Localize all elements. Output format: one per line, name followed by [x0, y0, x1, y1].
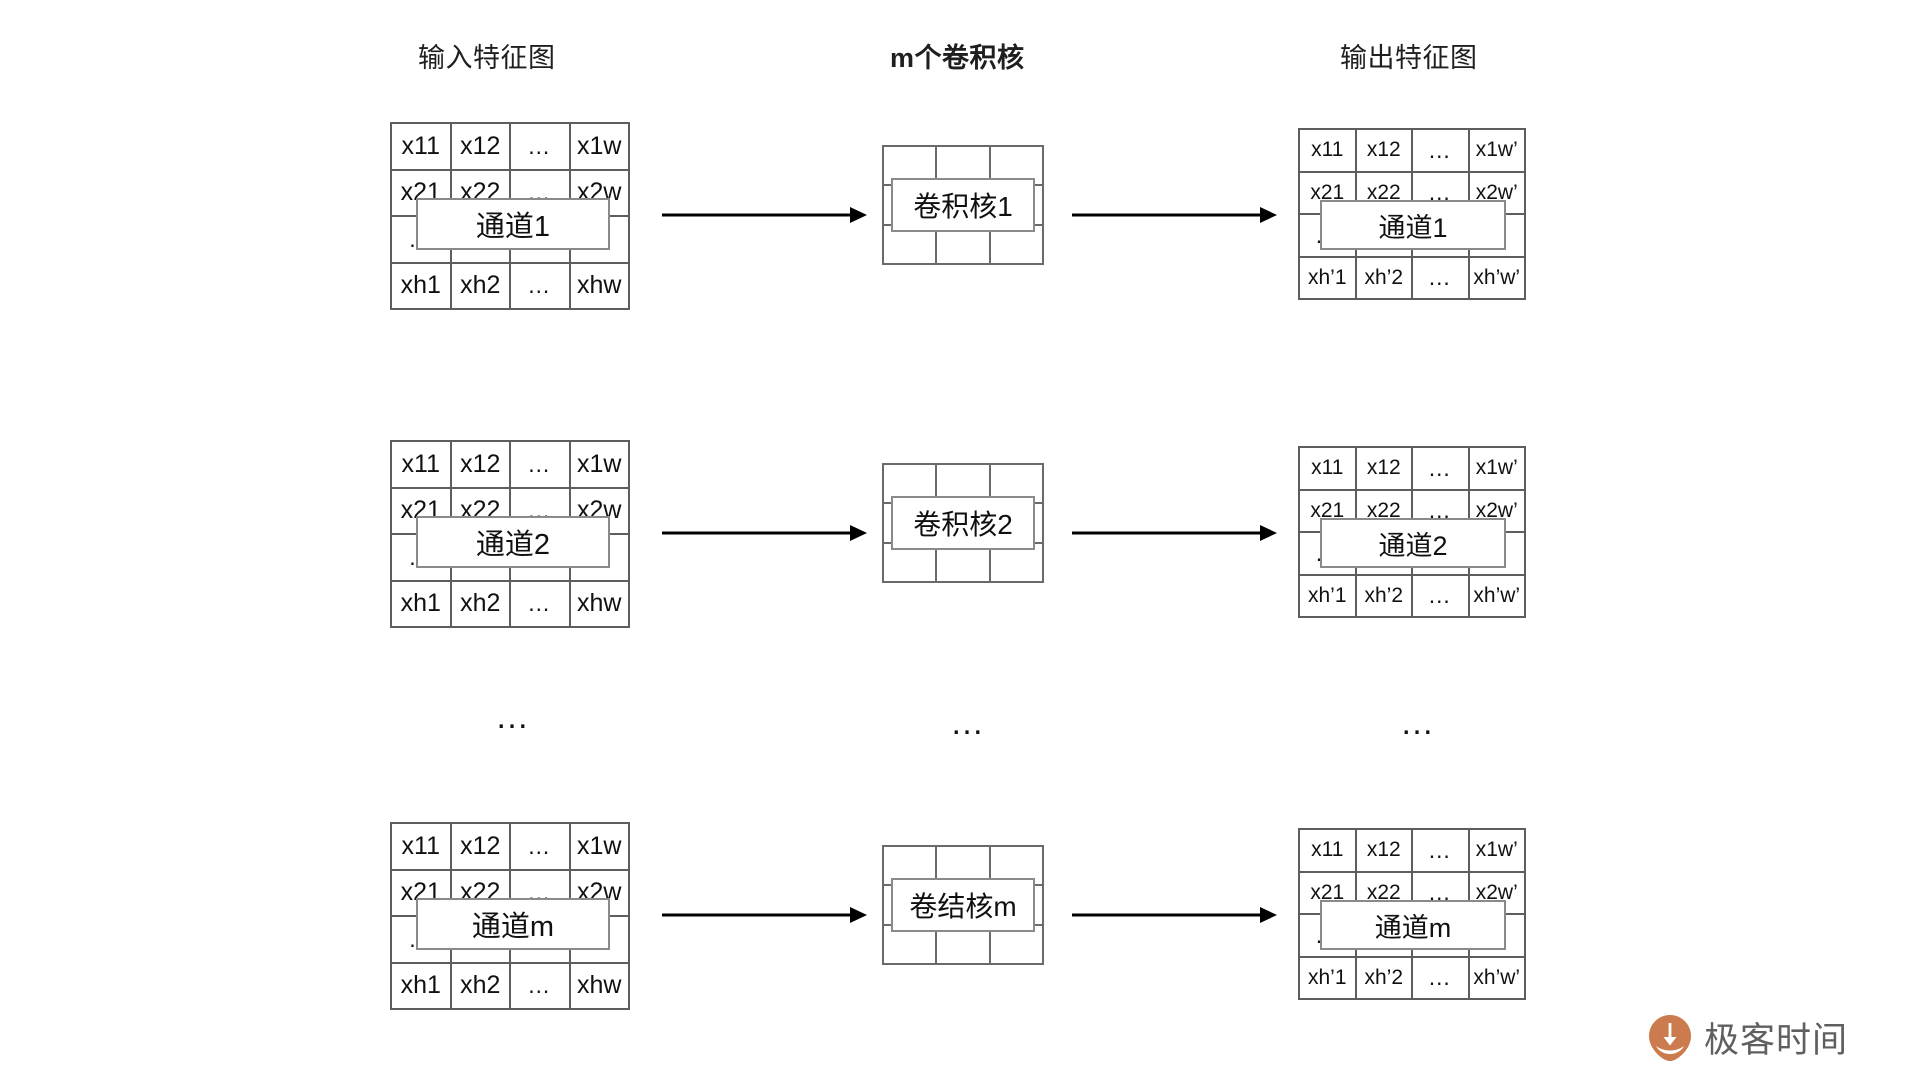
cell: xh1 — [392, 581, 452, 628]
arrow-kernel-to-output-1 — [1072, 207, 1277, 223]
arrow-kernel-to-output-3 — [1072, 907, 1277, 923]
kernel-cell — [937, 543, 991, 583]
ellipsis-separator-kernel: … — [950, 704, 989, 742]
kernel-label-1: 卷积核1 — [891, 178, 1035, 232]
kernel-cell — [937, 925, 991, 965]
ellipsis-separator-output: … — [1400, 704, 1439, 742]
cell: … — [1413, 830, 1470, 873]
cell: xh’2 — [1356, 575, 1413, 618]
arrow-input-to-kernel-3 — [662, 907, 867, 923]
cell: … — [511, 442, 571, 489]
cell: xh’2 — [1356, 957, 1413, 1000]
cell: xh2 — [451, 963, 511, 1010]
cell: x11 — [392, 824, 452, 871]
cell: x11 — [1300, 448, 1357, 491]
cell: … — [1413, 448, 1470, 491]
cell: x11 — [1300, 130, 1357, 173]
cell: x12 — [1356, 448, 1413, 491]
cell: … — [511, 124, 571, 171]
cell: x12 — [451, 824, 511, 871]
kernel-label-3: 卷结核m — [891, 878, 1035, 932]
cell: xh’1 — [1300, 575, 1357, 618]
watermark-text: 极客时间 — [1704, 1021, 1849, 1060]
kernel-cell — [990, 225, 1044, 265]
geektime-pin-logo-icon — [1649, 1014, 1691, 1061]
cell: … — [1413, 575, 1470, 618]
ellipsis-separator-input: … — [495, 698, 534, 736]
cell: x1w’ — [1469, 448, 1526, 491]
cell: … — [511, 263, 571, 310]
output-channel-label-3: 通道m — [1320, 900, 1506, 950]
arrow-input-to-kernel-1 — [662, 207, 867, 223]
header-input-feature-map: 输入特征图 — [418, 43, 556, 73]
input-channel-label-1: 通道1 — [416, 198, 610, 250]
cell: xh2 — [451, 581, 511, 628]
cell: xh’1 — [1300, 257, 1357, 300]
cell: x11 — [392, 442, 452, 489]
arrow-input-to-kernel-2 — [662, 525, 867, 541]
cell: … — [511, 824, 571, 871]
output-channel-label-1: 通道1 — [1320, 200, 1506, 250]
cell: x12 — [451, 124, 511, 171]
kernel-cell — [937, 225, 991, 265]
cell: xh2 — [451, 263, 511, 310]
cell: xh’w’ — [1469, 957, 1526, 1000]
cell: xhw — [570, 963, 630, 1010]
cell: … — [1413, 957, 1470, 1000]
cell: … — [511, 581, 571, 628]
cell: xhw — [570, 581, 630, 628]
kernel-cell — [884, 225, 938, 265]
kernel-cell — [990, 543, 1044, 583]
cell: x11 — [392, 124, 452, 171]
input-channel-label-3: 通道m — [416, 898, 610, 950]
cell: … — [1413, 257, 1470, 300]
cell: … — [1413, 130, 1470, 173]
input-channel-label-2: 通道2 — [416, 516, 610, 568]
kernel-label-2: 卷积核2 — [891, 496, 1035, 550]
kernel-cell — [884, 925, 938, 965]
arrow-kernel-to-output-2 — [1072, 525, 1277, 541]
header-kernels: m个卷积核 — [890, 43, 1025, 73]
cell: x1w — [570, 824, 630, 871]
cell: xh’2 — [1356, 257, 1413, 300]
cell: … — [511, 963, 571, 1010]
cell: xh’w’ — [1469, 257, 1526, 300]
kernel-cell — [884, 543, 938, 583]
cell: xh’w’ — [1469, 575, 1526, 618]
cell: xh1 — [392, 263, 452, 310]
watermark: 极客时间 — [1648, 1012, 1848, 1063]
cell: x12 — [1356, 830, 1413, 873]
kernel-cell — [990, 925, 1044, 965]
cell: xhw — [570, 263, 630, 310]
cell: x12 — [451, 442, 511, 489]
cell: x11 — [1300, 830, 1357, 873]
cell: xh1 — [392, 963, 452, 1010]
cell: x1w — [570, 442, 630, 489]
cell: x12 — [1356, 130, 1413, 173]
header-output-feature-map: 输出特征图 — [1340, 43, 1478, 73]
cell: x1w — [570, 124, 630, 171]
cell: x1w’ — [1469, 830, 1526, 873]
cell: xh’1 — [1300, 957, 1357, 1000]
output-channel-label-2: 通道2 — [1320, 518, 1506, 568]
cell: x1w’ — [1469, 130, 1526, 173]
